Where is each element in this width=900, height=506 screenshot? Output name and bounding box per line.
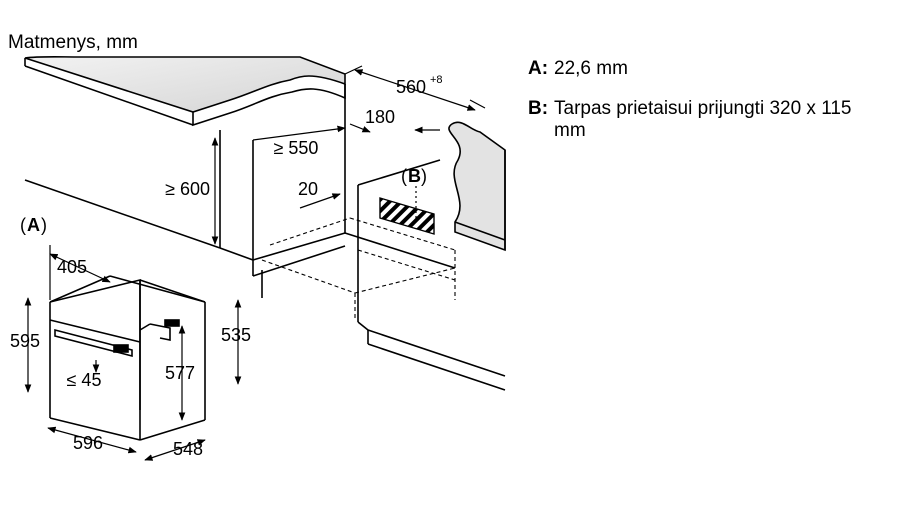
legend-key-b: B: — [528, 98, 549, 119]
dim-body-height: 535 — [221, 325, 251, 345]
dim-oven-panel-width: 405 — [57, 257, 87, 277]
dim-front-gap: 20 — [298, 179, 318, 199]
dim-rear-gap: 180 — [365, 107, 395, 127]
callout-a-letter: A — [27, 215, 40, 235]
dim-cabinet-width-tolerance: +8 — [430, 74, 443, 86]
dim-oven-depth: 548 — [173, 439, 203, 459]
dim-door-angle: ≤ 45 — [67, 370, 102, 390]
callout-b-letter: B — [408, 166, 421, 186]
legend-text-b: Tarpas prietaisui prijungti 320 x 115 mm — [554, 98, 852, 141]
legend-item-b: B: Tarpas prietaisui prijungti 320 x 115… — [528, 98, 888, 142]
countertop-left — [24, 55, 346, 127]
dim-height-min: ≥ 600 — [165, 179, 210, 199]
legend-key-a: A: — [528, 58, 549, 79]
legend-text-a: 22,6 mm — [554, 58, 628, 79]
callout-b-open-paren: ( — [401, 166, 407, 186]
cabinet — [24, 84, 506, 391]
callout-a-close-paren: ) — [41, 215, 47, 235]
hidden-lines — [261, 217, 456, 320]
callout-b: ( B ) — [401, 166, 427, 186]
dim-inner-height: 577 — [165, 363, 195, 383]
page-title: Matmenys, mm — [8, 32, 138, 53]
countertop-right — [448, 121, 506, 252]
dim-oven-height: 595 — [10, 331, 40, 351]
dim-oven-width: 596 — [73, 433, 103, 453]
dim-depth-min: ≥ 550 — [274, 138, 319, 158]
connection-space — [379, 186, 435, 235]
dim-cabinet-width: 560 — [396, 77, 426, 97]
legend-item-a: A: 22,6 mm — [528, 58, 888, 80]
callout-a: ( A ) — [20, 215, 47, 235]
callout-b-close-paren: ) — [421, 166, 427, 186]
legend: A: 22,6 mm B: Tarpas prietaisui prijungt… — [528, 58, 888, 160]
callout-a-open-paren: ( — [20, 215, 26, 235]
dimension-lines — [24, 65, 486, 461]
